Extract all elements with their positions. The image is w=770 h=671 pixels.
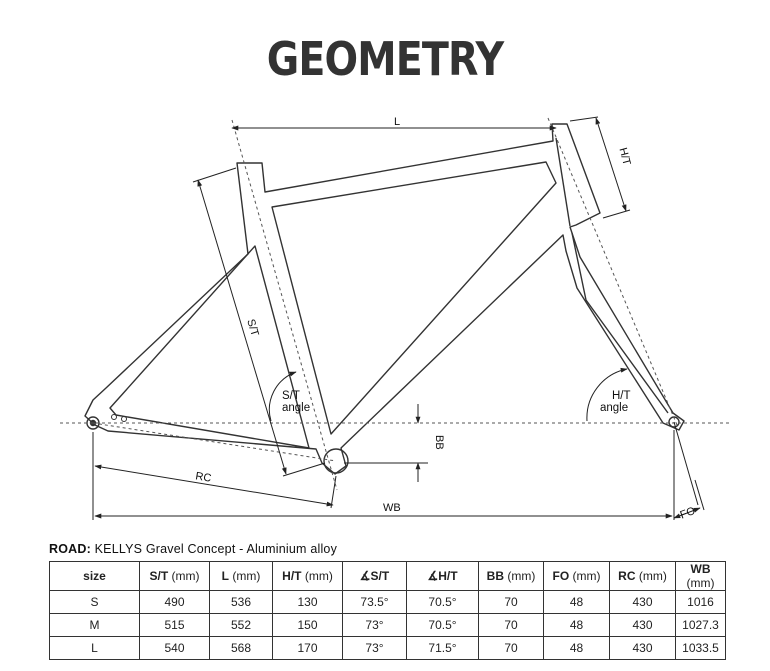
header-unit: (mm) <box>686 576 715 590</box>
st-angle-arc <box>268 371 297 422</box>
table-cell: 1016 <box>675 590 726 614</box>
table-cell: 170 <box>272 636 343 660</box>
table-cell: 490 <box>139 590 210 614</box>
table-cell: 73° <box>342 613 407 637</box>
table-header-cell: BB (mm) <box>478 561 544 591</box>
table-cell: 73° <box>342 636 407 660</box>
table-cell: 70.5° <box>406 590 479 614</box>
header-key: size <box>83 569 106 583</box>
bottom-bracket <box>323 448 349 474</box>
label-ht-angle: H/T <box>612 390 631 402</box>
header-unit: (mm) <box>301 569 333 583</box>
header-key: ∡H/T <box>427 569 458 583</box>
table-header-cell: RC (mm) <box>609 561 676 591</box>
header-unit: (mm) <box>504 569 536 583</box>
caption-prefix: ROAD: <box>49 542 91 556</box>
table-cell: 1027.3 <box>675 613 726 637</box>
label-wb: WB <box>383 502 401 514</box>
table-cell: 48 <box>543 636 610 660</box>
label-st-angle: S/T <box>282 390 300 402</box>
model-caption: ROAD: KELLYS Gravel Concept - Aluminium … <box>49 542 337 556</box>
ht-angle-arc <box>586 367 628 422</box>
label-ht-angle-sub: angle <box>600 402 628 414</box>
header-key: BB <box>486 569 504 583</box>
table-cell: 70 <box>478 636 544 660</box>
table-cell: L <box>49 636 140 660</box>
table-cell: 540 <box>139 636 210 660</box>
table-cell: 70.5° <box>406 613 479 637</box>
dimension-st <box>197 179 287 475</box>
header-key: FO <box>552 569 570 583</box>
label-ht: H/T <box>616 146 632 166</box>
table-header-cell: size <box>49 561 140 591</box>
table-cell: 71.5° <box>406 636 479 660</box>
header-key: ∡S/T <box>359 569 390 583</box>
header-key: L <box>221 569 229 583</box>
table-cell: S <box>49 590 140 614</box>
table-header-cell: L (mm) <box>209 561 273 591</box>
table-cell: 536 <box>209 590 273 614</box>
header-key: H/T <box>282 569 302 583</box>
table-header-cell: FO (mm) <box>543 561 610 591</box>
table-cell: 430 <box>609 613 676 637</box>
page-title: GEOMETRY <box>266 32 504 86</box>
dimension-ht <box>595 117 627 212</box>
header-unit: (mm) <box>635 569 667 583</box>
table-cell: 515 <box>139 613 210 637</box>
table-cell: 70 <box>478 613 544 637</box>
caption-text: KELLYS Gravel Concept - Aluminium alloy <box>90 542 338 556</box>
table-cell: 1033.5 <box>675 636 726 660</box>
label-rc: RC <box>195 470 213 484</box>
label-fo: FO <box>679 505 698 522</box>
table-cell: 73.5° <box>342 590 407 614</box>
table-header-cell: ∡S/T <box>342 561 407 591</box>
table-header-cell: ∡H/T <box>406 561 479 591</box>
table-cell: 70 <box>478 590 544 614</box>
label-st-angle-sub: angle <box>282 402 310 414</box>
table-cell: 552 <box>209 613 273 637</box>
table-cell: 48 <box>543 613 610 637</box>
table-cell: 130 <box>272 590 343 614</box>
header-key: WB <box>690 562 711 576</box>
dimension-fo <box>673 507 701 519</box>
table-header-cell: H/T (mm) <box>272 561 343 591</box>
dimension-rc <box>94 464 334 507</box>
label-l: L <box>394 116 400 128</box>
table-cell: 48 <box>543 590 610 614</box>
header-key: S/T <box>149 569 169 583</box>
table-cell: 568 <box>209 636 273 660</box>
label-bb: BB <box>433 435 445 450</box>
table-header-cell: WB (mm) <box>675 561 726 591</box>
header-unit: (mm) <box>168 569 200 583</box>
header-unit: (mm) <box>569 569 601 583</box>
table-header-cell: S/T (mm) <box>139 561 210 591</box>
table-cell: M <box>49 613 140 637</box>
table-cell: 430 <box>609 590 676 614</box>
table-cell: 430 <box>609 636 676 660</box>
header-unit: (mm) <box>229 569 261 583</box>
header-key: RC <box>618 569 636 583</box>
geometry-diagram: L H/T S/T S/T angle H/T angle BB RC WB F… <box>60 116 730 522</box>
bike-frame <box>84 123 685 475</box>
label-st: S/T <box>244 318 261 338</box>
table-cell: 150 <box>272 613 343 637</box>
